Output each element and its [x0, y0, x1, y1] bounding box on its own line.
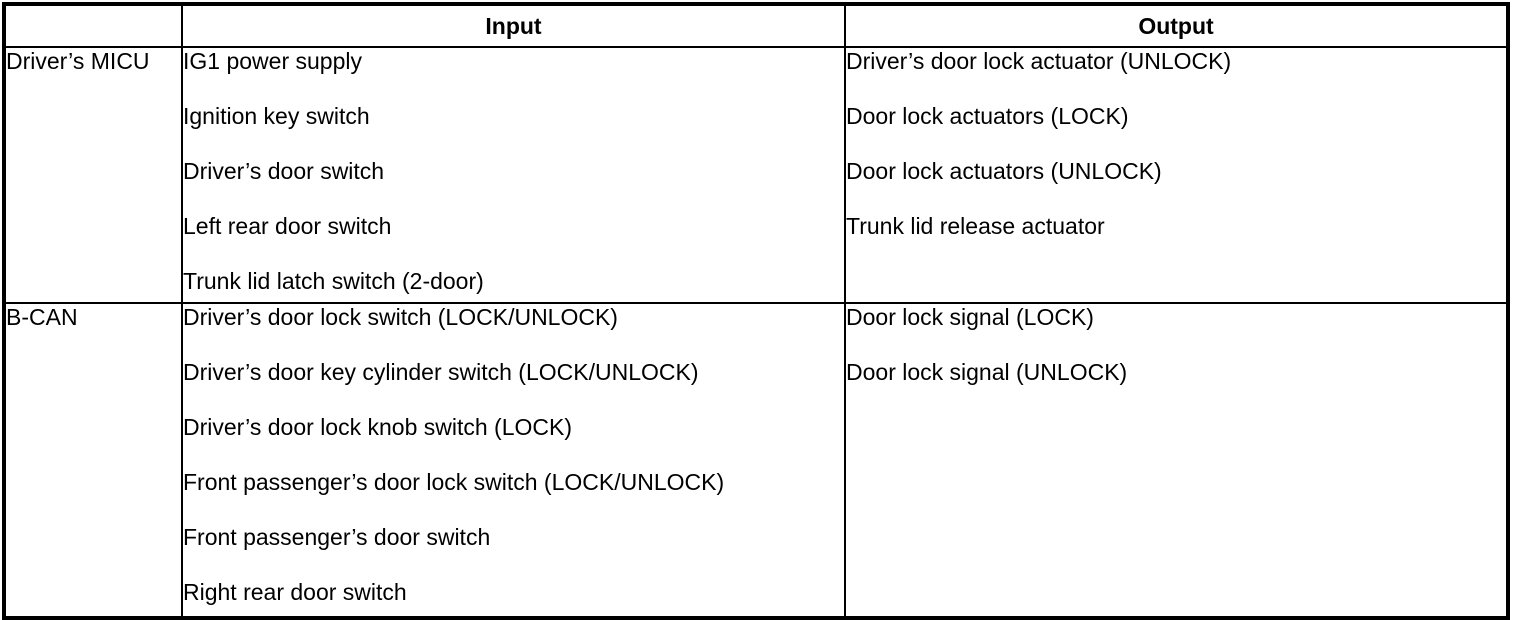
column-header-output: Output: [844, 3, 1509, 48]
list-item: Door lock actuators (UNLOCK): [846, 158, 1162, 184]
input-list: IG1 power supply Ignition key switch Dri…: [183, 48, 844, 294]
list-item: Driver’s door key cylinder switch (LOCK/…: [183, 359, 699, 385]
list-item: Driver’s door lock knob switch (LOCK): [183, 414, 572, 440]
table-row: Driver’s MICU IG1 power supply Ignition …: [3, 46, 1509, 304]
list-item: Trunk lid release actuator: [846, 213, 1105, 239]
list-item: Door lock signal (LOCK): [846, 304, 1094, 330]
list-item: Trunk lid latch switch (2-door): [183, 268, 484, 294]
list-item: Door lock actuators (LOCK): [846, 103, 1129, 129]
input-list-cell: IG1 power supply Ignition key switch Dri…: [181, 46, 846, 304]
table-body: Driver’s MICU IG1 power supply Ignition …: [3, 46, 1509, 619]
column-header-input: Input: [181, 3, 846, 48]
list-item: Driver’s door lock switch (LOCK/UNLOCK): [183, 304, 618, 330]
input-list-cell: Driver’s door lock switch (LOCK/UNLOCK) …: [181, 302, 846, 619]
input-list: Driver’s door lock switch (LOCK/UNLOCK) …: [183, 304, 844, 605]
list-item: Front passenger’s door switch: [183, 524, 491, 550]
module-name-cell: Driver’s MICU: [3, 46, 183, 304]
list-item: Driver’s door switch: [183, 158, 385, 184]
list-item: Right rear door switch: [183, 579, 407, 605]
list-item: Door lock signal (UNLOCK): [846, 359, 1128, 385]
list-item: Driver’s door lock actuator (UNLOCK): [846, 48, 1232, 74]
list-item: Front passenger’s door lock switch (LOCK…: [183, 469, 725, 495]
table-row: B-CAN Driver’s door lock switch (LOCK/UN…: [3, 302, 1509, 619]
list-item: Ignition key switch: [183, 103, 370, 129]
table-header: Input Output: [4, 3, 1509, 48]
module-name-cell: B-CAN: [3, 302, 183, 619]
header-row: Input Output: [4, 3, 1509, 48]
output-list: Door lock signal (LOCK) Door lock signal…: [846, 304, 1506, 385]
list-item: Left rear door switch: [183, 213, 392, 239]
column-header-module: [4, 3, 183, 48]
list-item: IG1 power supply: [183, 48, 362, 74]
output-list-cell: Door lock signal (LOCK) Door lock signal…: [844, 302, 1509, 619]
output-list: Driver’s door lock actuator (UNLOCK) Doo…: [846, 48, 1506, 239]
output-list-cell: Driver’s door lock actuator (UNLOCK) Doo…: [844, 46, 1509, 304]
